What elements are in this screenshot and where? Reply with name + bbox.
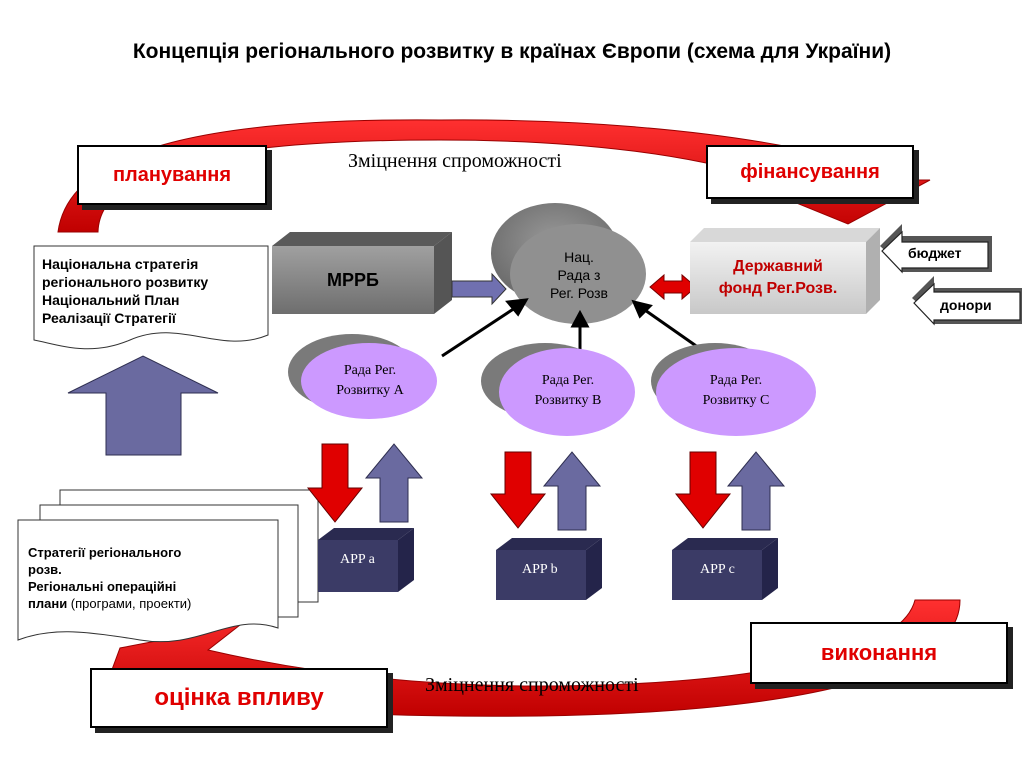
council-c-line: Розвитку С — [702, 393, 770, 408]
mrrb-label: МРРБ — [327, 269, 379, 290]
app-a-top — [318, 528, 414, 540]
council-c-text: Рада Рег. Розвитку С — [682, 365, 790, 417]
state-fund-line: Державний — [733, 258, 823, 275]
app-a-label: APP a — [340, 552, 375, 567]
arrow-c-to-council — [641, 306, 703, 352]
regional-doc-shape — [17, 519, 279, 643]
fund-top — [690, 228, 880, 242]
app-c-label: APP c — [700, 562, 735, 577]
donors-label: донори — [940, 297, 992, 313]
budget-label: бюджет — [908, 245, 962, 261]
council-a-line: Рада Рег. — [343, 363, 397, 378]
national-doc-text: Національна стратегія регіонального розв… — [42, 255, 208, 327]
state-fund-line: фонд Рег.Розв. — [718, 280, 838, 297]
council-oval — [510, 224, 646, 324]
app-b-label: APP b — [522, 562, 558, 577]
regional-doc-plans: плани — [28, 596, 68, 611]
down-arrow-a — [306, 443, 364, 523]
mrrb-top — [272, 232, 452, 246]
council-b-oval — [499, 348, 635, 436]
planning-label: планування — [112, 163, 232, 186]
financing-label: фінансування — [740, 160, 880, 183]
up-arrow-a — [364, 443, 424, 523]
app-c-top — [672, 538, 778, 550]
app-b-front — [496, 550, 586, 600]
council-a-text: Рада Рег. Розвитку А — [318, 355, 422, 407]
fund-front — [690, 242, 866, 314]
national-doc-line: Національний План — [42, 292, 180, 308]
donors-arrow — [913, 282, 1021, 326]
council-c-oval — [656, 348, 816, 436]
app-b-top — [496, 538, 602, 550]
council-a-oval — [301, 343, 437, 419]
up-arrow-b — [542, 451, 602, 531]
app-a-front — [318, 540, 398, 592]
impact-box: оцінка впливу — [90, 668, 388, 728]
regional-doc-line: плани (програми, проекти) — [28, 595, 191, 612]
execution-label: виконання — [820, 640, 938, 665]
council-b-text: Рада Рег. Розвитку В — [514, 365, 622, 417]
impact-label: оцінка впливу — [154, 684, 324, 711]
up-arrow-c — [726, 451, 786, 531]
council-b-line: Рада Рег. — [541, 373, 595, 388]
down-arrow-b — [489, 451, 547, 529]
arrow-c-head — [631, 299, 653, 319]
planning-box: планування — [77, 145, 267, 205]
state-fund-text: Державний фонд Рег.Розв. — [690, 246, 866, 310]
mrrb-front — [272, 246, 434, 314]
budget-arrow — [881, 230, 989, 274]
app-b-side — [586, 538, 602, 600]
regional-doc-line: Стратегії регіонального — [28, 545, 182, 560]
mrrb-side — [434, 232, 452, 314]
national-council-text: Нац. Рада з Рег. Розв — [520, 240, 638, 310]
national-doc-line: регіонального розвитку — [42, 274, 209, 290]
regional-doc-text: Стратегії регіонального розв. Регіональн… — [28, 544, 191, 612]
execution-box: виконання — [750, 622, 1008, 684]
financing-box: фінансування — [706, 145, 914, 199]
national-council-line: Рег. Розв — [550, 285, 608, 301]
national-council-line: Рада з — [557, 267, 601, 283]
page-title: Концепція регіонального розвитку в країн… — [132, 40, 892, 63]
council-c-line: Рада Рег. — [709, 373, 763, 388]
national-doc-line: Реалізації Стратегії — [42, 310, 176, 326]
top-capacity-label: Зміцнення спроможності — [348, 150, 562, 172]
big-up-arrow — [67, 355, 219, 456]
national-council-line: Нац. — [564, 249, 594, 265]
regional-doc-programs: (програми, проекти) — [67, 596, 192, 611]
app-c-side — [762, 538, 778, 600]
arrow-a-head — [505, 298, 529, 317]
app-c-front — [672, 550, 762, 600]
app-a-side — [398, 528, 414, 592]
council-a-line: Розвитку А — [336, 383, 404, 398]
arrow-a-to-council — [441, 304, 519, 358]
mrrb-to-council-arrow — [451, 272, 507, 306]
arrow-b-head — [570, 309, 590, 328]
council-b-line: Розвитку В — [534, 393, 602, 408]
fund-side — [866, 228, 880, 314]
bottom-capacity-label: Зміцнення спроможності — [425, 674, 639, 696]
down-arrow-c — [674, 451, 732, 529]
national-doc-shape — [33, 245, 269, 350]
regional-doc-line: розв. — [28, 562, 62, 577]
regional-doc-line: Регіональні операційні — [28, 579, 177, 594]
national-doc-line: Національна стратегія — [42, 256, 199, 272]
